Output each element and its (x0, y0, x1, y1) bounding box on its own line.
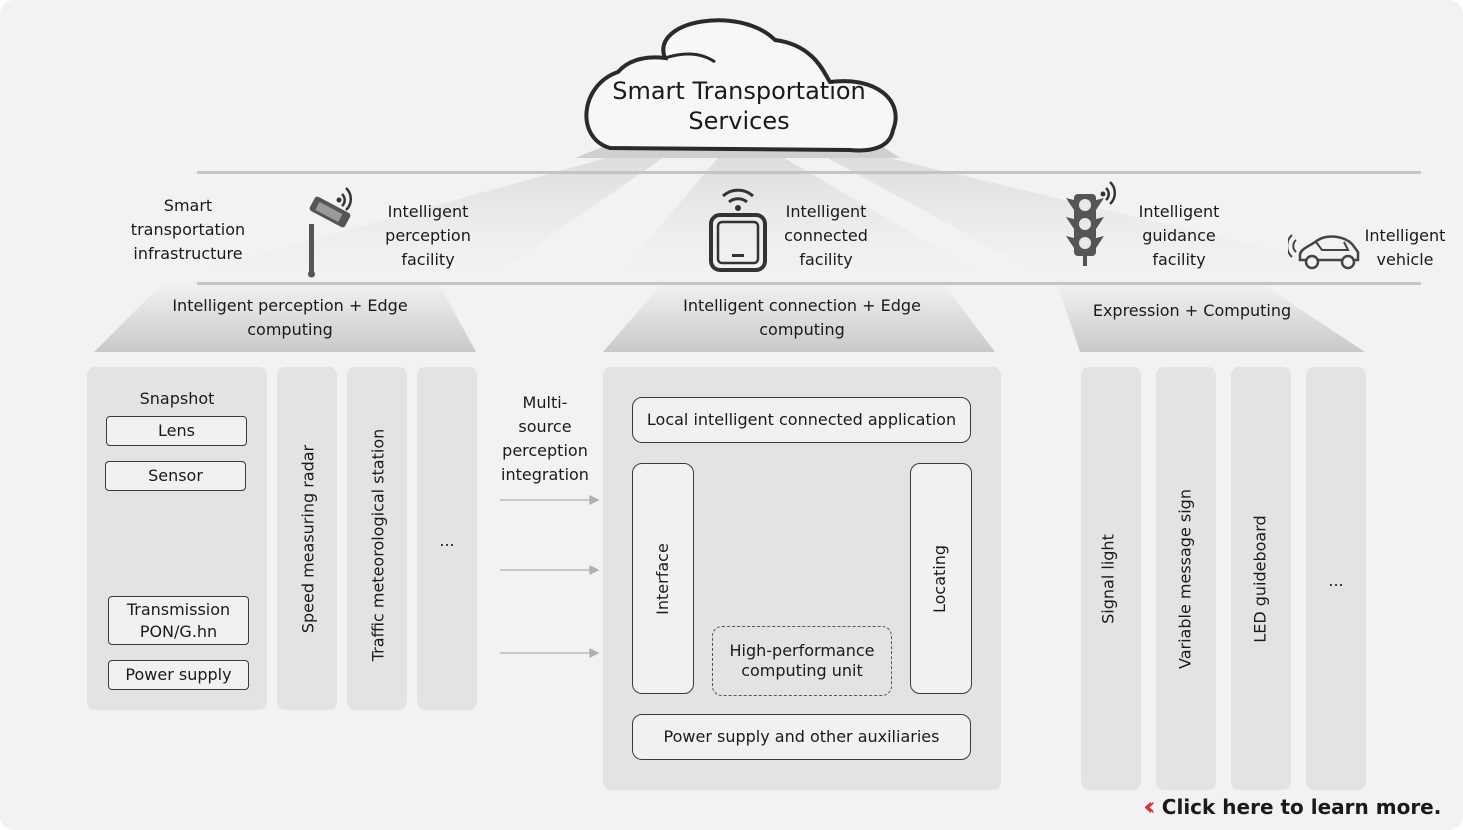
learn-more-link[interactable]: ‹‹ Click here to learn more. (1143, 794, 1441, 820)
car-icon (1288, 234, 1360, 270)
section-left-label: Intelligent perception + Edge computing (172, 296, 408, 339)
camera-icon (308, 187, 353, 278)
led-panel: LED guideboard (1231, 367, 1291, 790)
hpc-box: High-performance computing unit (712, 626, 892, 696)
double-chevron-left-icon: ‹‹ (1143, 792, 1155, 822)
learn-more-label[interactable]: Click here to learn more. (1161, 795, 1442, 819)
weather-panel: Traffic meteorological station (347, 367, 407, 710)
right-more-label: ... (1328, 571, 1344, 590)
locating-box: Locating (910, 463, 972, 694)
snapshot-label: Snapshot (139, 389, 215, 408)
infrastructure-label: Smart transportation infrastructure (130, 196, 246, 263)
left-more-label: ... (439, 531, 455, 550)
router-icon (709, 188, 767, 272)
signal-light-label: Signal light (1098, 534, 1118, 624)
vms-panel: Variable message sign (1156, 367, 1216, 790)
right-more-panel: ... (1306, 367, 1366, 790)
connected-facility-label: Intelligent connected facility (784, 202, 868, 269)
led-guideboard-label: LED guideboard (1250, 515, 1270, 643)
radar-panel: Speed measuring radar (277, 367, 337, 710)
traffic-light-icon (1066, 181, 1117, 266)
local-app-box: Local intelligent connected application (632, 397, 971, 443)
guidance-facility-label: Intelligent guidance facility (1138, 202, 1220, 269)
interface-box: Interface (632, 463, 694, 694)
transmission-box: Transmission PON/G.hn (108, 596, 249, 645)
lens-box: Lens (106, 416, 247, 446)
section-middle-label: Intelligent connection + Edge computing (683, 296, 921, 339)
sensor-box: Sensor (105, 461, 246, 491)
perception-facility-label: Intelligent perception facility (385, 202, 471, 269)
signal-panel: Signal light (1081, 367, 1141, 790)
vehicle-label: Intelligent vehicle (1364, 226, 1446, 269)
interface-label: Interface (653, 543, 672, 615)
locating-label: Locating (930, 544, 949, 614)
vms-label: Variable message sign (1175, 489, 1195, 669)
left-more-panel: ... (417, 367, 477, 710)
cloud-title: Smart Transportation Services (612, 77, 866, 135)
power-auxiliaries-box: Power supply and other auxiliaries (632, 714, 971, 760)
power-supply-box: Power supply (108, 660, 249, 690)
integration-label: Multi-source perception integration (501, 393, 589, 484)
radar-label: Speed measuring radar (298, 444, 318, 634)
weather-station-label: Traffic meteorological station (368, 428, 388, 662)
section-right-label: Expression + Computing (1092, 301, 1292, 320)
